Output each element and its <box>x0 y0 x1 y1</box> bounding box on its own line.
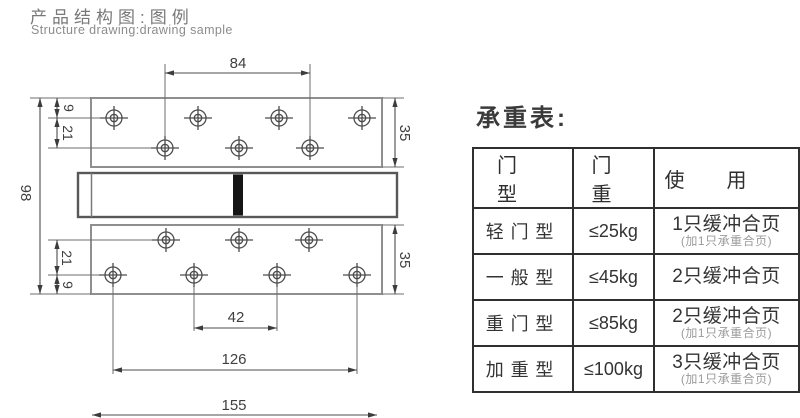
door-type: 轻门型 <box>472 207 574 255</box>
load-table-title: 承重表: <box>476 105 568 132</box>
dim-35-bottom-label: 35 <box>396 252 413 269</box>
screw-hole <box>225 136 253 160</box>
screw-hole <box>348 106 376 130</box>
door-type: 加重型 <box>472 345 574 393</box>
usage-cell: 2只缓冲合页 <box>653 253 800 301</box>
screw-hole <box>296 136 324 160</box>
table-row: 加重型 ≤100kg 3只缓冲合页 (加1只承重合页) <box>472 345 800 393</box>
usage-main: 3只缓冲合页 <box>672 351 781 373</box>
page-title-cn: 产品结构图:图例 <box>30 8 194 27</box>
page-title-en: Structure drawing:drawing sample <box>31 23 233 37</box>
table-row: 一般型 ≤45kg 2只缓冲合页 <box>472 253 800 301</box>
dim-9-top-label: 9 <box>61 104 77 112</box>
door-type: 重门型 <box>472 299 574 347</box>
screw-hole <box>295 228 323 252</box>
bottom-plate <box>90 224 383 295</box>
dim-42-label: 42 <box>228 309 245 326</box>
usage-cell: 2只缓冲合页 (加1只承重合页) <box>653 299 800 347</box>
screw-hole <box>152 228 180 252</box>
screw-hole <box>99 263 127 287</box>
col-door-type: 门型 <box>472 147 574 209</box>
dim-155-label: 155 <box>221 397 246 414</box>
dim-9-bottom-label: 9 <box>60 281 76 289</box>
table-row: 轻门型 ≤25kg 1只缓冲合页 (加1只承重合页) <box>472 207 800 255</box>
screw-hole <box>263 263 291 287</box>
screw-hole <box>184 106 212 130</box>
door-weight: ≤100kg <box>572 345 655 393</box>
dim-35-top-label: 35 <box>396 125 413 142</box>
dim-98-label: 98 <box>17 185 34 202</box>
col-usage: 使用 <box>653 147 800 209</box>
extension-lines <box>30 64 404 374</box>
usage-cell: 3只缓冲合页 (加1只承重合页) <box>653 345 800 393</box>
dim-21-top-label: 21 <box>60 125 76 141</box>
load-table: 门型 门重 使用 轻门型 ≤25kg 1只缓冲合页 (加1只承重合页) 一般型 … <box>472 147 800 393</box>
dimension-lines <box>39 72 396 416</box>
dimension-arrows <box>37 70 398 418</box>
door-weight: ≤25kg <box>572 207 655 255</box>
usage-cell: 1只缓冲合页 (加1只承重合页) <box>653 207 800 255</box>
screw-hole <box>151 136 179 160</box>
screw-hole <box>343 263 371 287</box>
load-table-section: 承重表: 门型 门重 使用 轻门型 ≤25kg 1只缓冲合页 (加1只承重合页)… <box>472 104 800 393</box>
usage-main: 2只缓冲合页 <box>672 266 781 287</box>
screw-hole <box>180 263 208 287</box>
screw-hole <box>100 106 128 130</box>
table-header-row: 门型 门重 使用 <box>472 147 800 209</box>
hinge-barrel <box>76 171 399 219</box>
usage-main: 2只缓冲合页 <box>672 305 781 327</box>
barrel-pin-band <box>233 174 243 216</box>
dim-84-label: 84 <box>230 55 247 72</box>
door-weight: ≤85kg <box>572 299 655 347</box>
structure-drawing: 84 9 21 98 35 21 9 35 42 126 155 <box>17 55 413 418</box>
table-row: 重门型 ≤85kg 2只缓冲合页 (加1只承重合页) <box>472 299 800 347</box>
usage-note: (加1只承重合页) <box>680 233 773 248</box>
door-weight: ≤45kg <box>572 253 655 301</box>
dim-126-label: 126 <box>221 351 246 368</box>
usage-note: (加1只承重合页) <box>680 325 773 340</box>
dim-21-bottom-label: 21 <box>59 250 75 266</box>
top-plate <box>90 97 383 168</box>
screw-hole <box>225 228 253 252</box>
door-type: 一般型 <box>472 253 574 301</box>
col-door-weight: 门重 <box>572 147 655 209</box>
screw-hole <box>265 106 293 130</box>
usage-main: 1只缓冲合页 <box>672 213 781 235</box>
usage-note: (加1只承重合页) <box>680 371 773 386</box>
